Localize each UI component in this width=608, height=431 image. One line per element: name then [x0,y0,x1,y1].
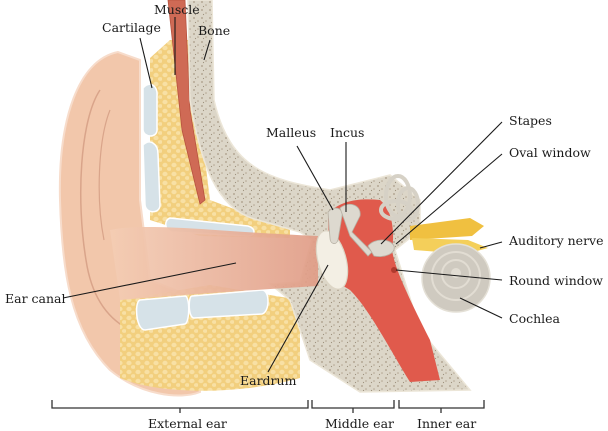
leader-lines [62,17,503,373]
label-external-ear: External ear [148,416,227,431]
label-bone: Bone [198,23,231,38]
label-oval-window: Oval window [509,145,591,160]
leader-oval-window [395,153,503,245]
stapes-bone [367,239,395,257]
eardrum-membrane [315,230,349,290]
muscle-layer [167,0,206,205]
ear-canal [110,226,318,300]
label-eardrum: Eardrum [240,373,297,388]
bracket-inner-ear [398,400,485,413]
round-window [391,267,397,273]
leader-round-window [395,269,503,281]
label-cartilage: Cartilage [102,20,161,35]
label-muscle: Muscle [154,2,200,17]
pinna-fold [79,89,131,331]
leader-cochlea [459,297,503,319]
leader-auditory-nerve [479,241,503,249]
bracket-middle-ear [311,400,395,413]
leader-stapes [380,121,503,245]
cartilage-upper-1 [142,83,158,137]
label-ear-canal: Ear canal [5,291,66,306]
cartilage-upper-2 [142,141,161,213]
leader-malleus [296,145,334,211]
label-malleus: Malleus [266,125,317,140]
leader-bone [203,39,211,61]
malleus-bone [327,207,343,244]
cartilage-lower-1 [135,295,190,331]
label-auditory-nerve: Auditory nerve [509,233,604,248]
cartilage-lower-2 [188,289,269,319]
label-middle-ear: Middle ear [325,416,394,431]
leader-ear-canal [62,262,237,299]
label-cochlea: Cochlea [509,311,560,326]
label-inner-ear: Inner ear [417,416,477,431]
leader-cartilage [139,37,153,89]
region-brackets [51,400,485,413]
leader-eardrum [267,264,329,373]
label-round-window: Round window [509,273,603,288]
label-incus: Incus [330,125,365,140]
label-stapes: Stapes [509,113,552,128]
middle-ear-cavity [328,199,440,382]
bracket-external-ear [51,400,309,413]
semicircular-canals [379,174,420,222]
